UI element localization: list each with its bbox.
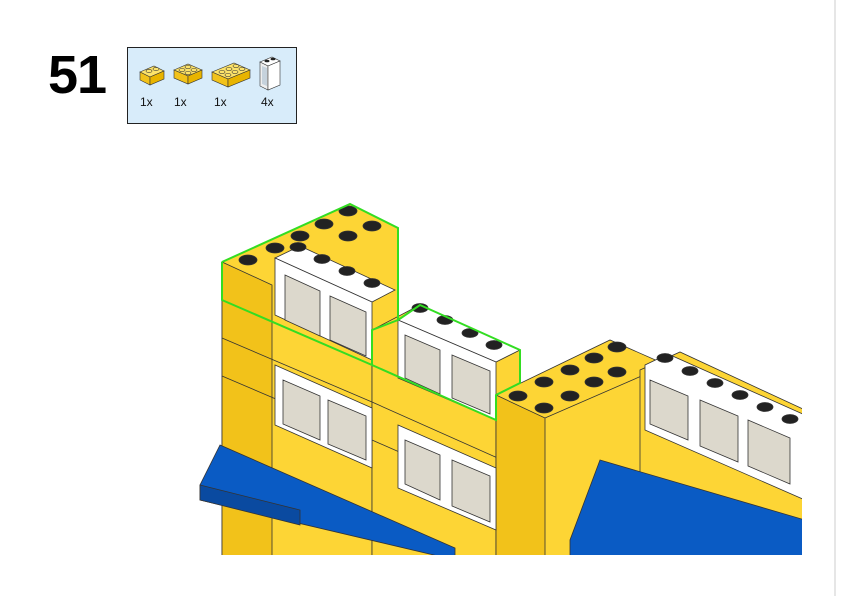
window-icon [258,54,282,92]
part-quantity: 1x [140,95,153,109]
model-illustration [199,202,802,555]
page-edge [834,0,836,596]
part-quantity: 1x [174,95,187,109]
brick-1x2-icon [138,60,166,86]
part-quantity: 1x [214,95,227,109]
brick-2x2-icon [172,60,204,86]
parts-list-panel: 1x 1x 1x 4x [127,47,297,124]
part-quantity: 4x [261,95,274,109]
brick-2x3-icon [210,60,252,88]
step-number: 51 [48,45,107,105]
